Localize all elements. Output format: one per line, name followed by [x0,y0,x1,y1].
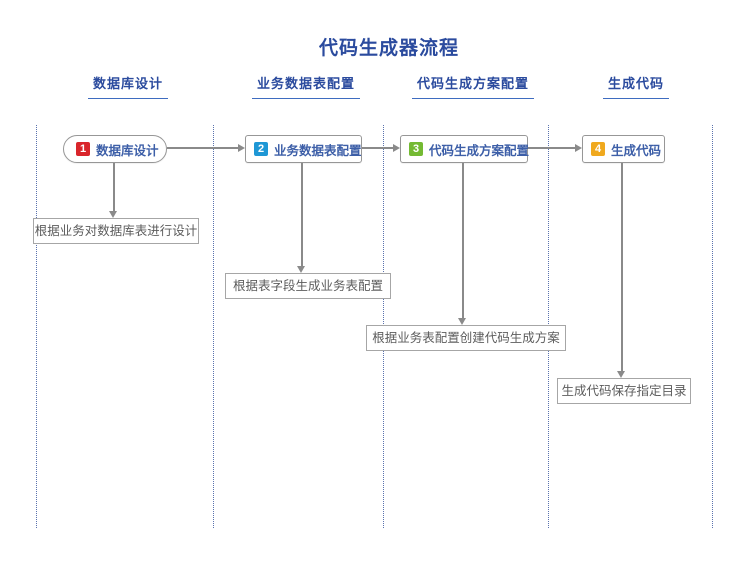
lane-separator-line [712,125,713,528]
arrowhead-right-icon [238,144,245,152]
connector-step1-note [113,163,115,211]
step-node-label: 业务数据表配置 [274,143,362,158]
step-4-badge: 4 [591,142,605,156]
lane-separator-line [36,125,37,528]
note-codegen-scheme: 根据业务表配置创建代码生成方案 [366,325,566,351]
step-node-codegen-scheme: 3 代码生成方案配置 [400,135,530,163]
lane-header-codegen-scheme: 代码生成方案配置 [412,73,535,99]
page-title: 代码生成器流程 [318,38,459,59]
connector-step3-note [462,163,464,318]
arrowhead-right-icon [393,144,400,152]
connector-step2-note [301,163,303,266]
arrowhead-down-icon [297,266,305,273]
step-node-database-design: 1 数据库设计 [63,135,167,163]
lane-header-business-table: 业务数据表配置 [252,73,361,99]
step-node-label: 数据库设计 [96,143,159,158]
connector-step4-note [621,163,623,371]
connector-step3-step4 [528,147,575,149]
arrowhead-down-icon [617,371,625,378]
step-node-label: 生成代码 [611,143,662,158]
step-node-business-table: 2 业务数据表配置 [245,135,362,163]
step-node-generate-code: 4 生成代码 [582,135,665,163]
note-database-design: 根据业务对数据库表进行设计 [33,218,199,244]
step-3-badge: 3 [409,142,423,156]
lane-header-database-design: 数据库设计 [88,73,169,99]
note-business-table: 根据表字段生成业务表配置 [225,273,391,299]
lane-separator-line [213,125,214,528]
note-generate-code: 生成代码保存指定目录 [557,378,691,404]
arrowhead-down-icon [458,318,466,325]
connector-step1-step2 [167,147,238,149]
lane-header-generate-code: 生成代码 [603,73,670,99]
arrowhead-right-icon [575,144,582,152]
step-node-label: 代码生成方案配置 [429,143,530,158]
step-2-badge: 2 [254,142,268,156]
step-1-badge: 1 [76,142,90,156]
connector-step2-step3 [362,147,393,149]
arrowhead-down-icon [109,211,117,218]
